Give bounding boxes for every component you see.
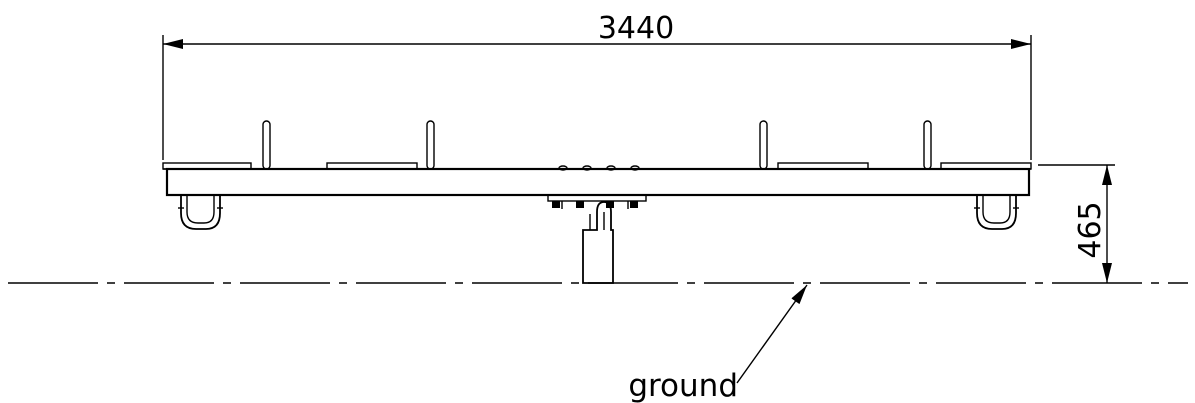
beam [165,167,1031,197]
height-dimension-value: 465 [1073,201,1108,258]
width-dimension-value: 3440 [598,11,674,46]
handle-1 [262,120,271,170]
ground-label: ground [628,368,738,403]
top-bolts [558,165,640,171]
bumper-left [178,195,223,230]
handles [262,120,932,170]
seesaw [162,120,1032,284]
width-dimension: 3440 [162,11,1032,160]
handle-3 [759,120,768,170]
pivot-post [582,201,614,284]
ground-leader-line [736,284,808,384]
handle-2 [426,120,435,170]
bumper-right [974,195,1019,230]
handle-4 [923,120,932,170]
height-dimension: 465 [1038,164,1115,283]
ground-leader: ground [628,284,808,403]
